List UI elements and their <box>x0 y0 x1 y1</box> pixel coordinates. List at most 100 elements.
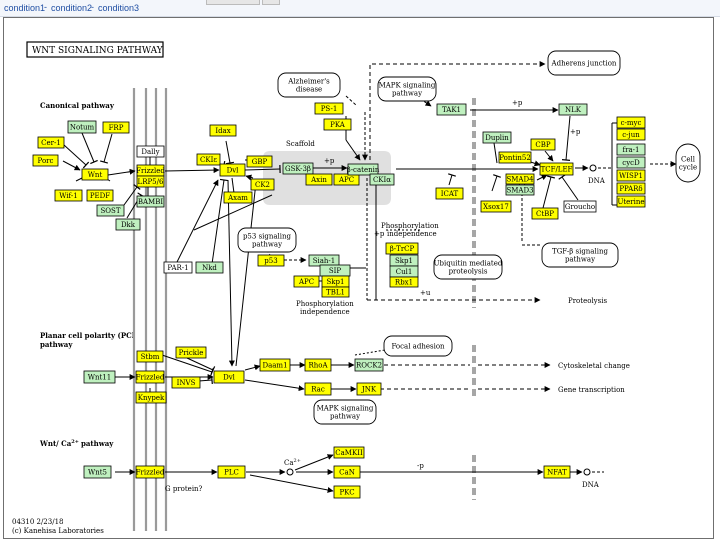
gene-box[interactable] <box>505 173 535 185</box>
gene-box[interactable] <box>505 184 535 196</box>
gene-node-dvl-can[interactable]: Dvl <box>219 163 246 177</box>
gene-node-wnt[interactable]: Wnt <box>81 168 109 181</box>
tab-condition1[interactable]: condition1 <box>4 3 46 13</box>
gene-box[interactable] <box>195 261 224 274</box>
map-box[interactable] <box>383 335 453 357</box>
gene-node-frizzled[interactable]: Frizzled <box>136 164 165 177</box>
gene-node-wisp[interactable]: WISP1 <box>616 169 646 182</box>
gene-node-axam[interactable]: Axam <box>223 191 253 204</box>
gene-node-rbx1[interactable]: Rbx1 <box>389 276 419 288</box>
gene-node-pontin[interactable]: Pontin52 <box>498 151 532 164</box>
gene-node-lrp[interactable]: LRP5/6 <box>136 175 165 188</box>
map-box[interactable] <box>237 227 297 253</box>
gene-node-sost[interactable]: SOST <box>96 204 125 217</box>
gene-node-ckia[interactable]: CKIα <box>369 173 395 186</box>
gene-node-frizzled-ca[interactable]: Frizzled <box>135 465 165 479</box>
map-box[interactable] <box>277 72 341 98</box>
map-box[interactable] <box>547 50 621 76</box>
gene-node-rock2[interactable]: ROCK2 <box>354 358 384 372</box>
tab-condition2[interactable]: condition2 <box>51 3 93 13</box>
gene-box[interactable] <box>213 370 245 384</box>
gene-node-inversin[interactable]: INVS <box>171 376 201 389</box>
gene-node-ps1[interactable]: PS-1 <box>314 102 344 115</box>
gene-node-cjun[interactable]: c-jun <box>616 128 646 141</box>
gene-box[interactable] <box>250 178 275 191</box>
gene-box[interactable] <box>136 175 165 188</box>
gene-box[interactable] <box>482 131 512 144</box>
gene-node-cycd[interactable]: cycD <box>616 156 646 169</box>
gene-box[interactable] <box>563 200 597 213</box>
gene-box[interactable] <box>305 173 333 186</box>
gene-node-ppard[interactable]: PPARδ <box>616 182 646 195</box>
gene-box[interactable] <box>32 154 59 167</box>
gene-box[interactable] <box>102 121 130 134</box>
gene-node-uterine[interactable]: Uterine <box>616 195 646 208</box>
gene-node-stbm[interactable]: Stbm <box>136 350 164 363</box>
gene-node-prickle[interactable]: Prickle <box>175 346 207 359</box>
gene-box[interactable] <box>616 156 646 169</box>
gene-box[interactable] <box>356 382 382 396</box>
gene-box[interactable] <box>333 485 361 499</box>
gene-box[interactable] <box>135 391 167 404</box>
gene-node-camkii[interactable]: CaMKII <box>333 446 365 459</box>
gene-node-frizzled-pcp[interactable]: Frizzled <box>135 370 165 384</box>
gene-node-notum[interactable]: Notum <box>67 120 97 134</box>
gene-node-skp1b[interactable]: Skp1 <box>389 254 419 267</box>
gene-box[interactable] <box>323 118 352 131</box>
gene-box[interactable] <box>616 182 646 195</box>
map-box[interactable] <box>377 76 437 102</box>
gene-node-tbl1[interactable]: TBL1 <box>321 286 350 298</box>
gene-node-icat[interactable]: ICAT <box>435 187 464 200</box>
gene-box[interactable] <box>54 189 83 202</box>
gene-node-xsox[interactable]: Xsox17 <box>480 200 512 213</box>
gene-node-frp[interactable]: FRP <box>102 121 130 134</box>
gene-box[interactable] <box>163 261 193 274</box>
gene-node-cer1[interactable]: Cer-1 <box>37 136 65 149</box>
gene-node-cul1[interactable]: Cul1 <box>389 265 419 278</box>
gene-node-wnt11[interactable]: Wnt11 <box>83 370 116 384</box>
map-box[interactable] <box>313 399 377 425</box>
map-box[interactable] <box>675 143 701 183</box>
gene-node-cki-left[interactable]: CKIε <box>196 153 221 166</box>
gene-node-gbp[interactable]: GBP <box>246 155 273 168</box>
gene-box[interactable] <box>175 346 207 359</box>
gene-node-cmyc[interactable]: c-myc <box>616 116 646 129</box>
gene-node-idax[interactable]: Idax <box>209 124 237 137</box>
gene-box[interactable] <box>369 173 395 186</box>
gene-node-ctbp[interactable]: CtBP <box>531 207 559 220</box>
gene-node-p53[interactable]: p53 <box>257 254 285 267</box>
gene-node-smad3[interactable]: SMAD3 <box>505 184 535 196</box>
gene-box[interactable] <box>136 195 165 208</box>
gene-node-plc[interactable]: PLC <box>217 465 246 479</box>
gene-node-ck2[interactable]: CK2 <box>250 178 275 191</box>
gene-node-sip[interactable]: SIP <box>319 264 351 277</box>
gene-box[interactable] <box>333 173 360 186</box>
gene-node-duplin[interactable]: Duplin <box>482 131 512 144</box>
gene-node-pedf[interactable]: PEDF <box>86 189 114 202</box>
gene-box[interactable] <box>196 153 221 166</box>
gene-box[interactable] <box>67 120 97 134</box>
gene-box[interactable] <box>616 195 646 208</box>
gene-node-wif1[interactable]: Wif-1 <box>54 189 83 202</box>
gene-node-siah1[interactable]: Siah-1 <box>308 254 340 267</box>
gene-box[interactable] <box>171 376 201 389</box>
gene-box[interactable] <box>543 465 571 479</box>
gene-box[interactable] <box>209 124 237 137</box>
gene-node-apc[interactable]: APC <box>333 173 360 186</box>
gene-box[interactable] <box>115 218 141 231</box>
gene-node-dally[interactable]: Dally <box>136 145 165 158</box>
gene-node-rhoa[interactable]: RhoA <box>304 358 332 372</box>
map-node-adherens[interactable]: Adherens junction <box>547 50 621 76</box>
toolbar-button[interactable] <box>206 0 260 5</box>
gene-node-jnk[interactable]: JNK <box>356 382 382 396</box>
gene-node-btrcp[interactable]: β-TrCP <box>385 242 419 255</box>
gene-box[interactable] <box>333 465 361 479</box>
gene-box[interactable] <box>616 116 646 129</box>
gene-box[interactable] <box>531 207 559 220</box>
gene-node-bcat[interactable]: β-catenin <box>347 163 380 176</box>
gene-box[interactable] <box>539 162 574 176</box>
gene-node-groucho[interactable]: Groucho <box>563 200 597 213</box>
gene-box[interactable] <box>246 155 273 168</box>
gene-box[interactable] <box>314 102 344 115</box>
